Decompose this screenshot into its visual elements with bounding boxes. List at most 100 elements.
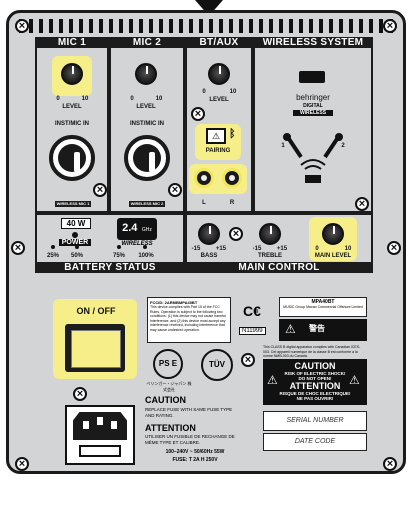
off-label: OFF (97, 306, 116, 316)
fuse-attention-title: ATTENTION (145, 423, 196, 433)
corner-screw-top-right: × (383, 19, 397, 33)
wireless-mics-icon (283, 133, 343, 183)
battery-pct-25: 25% (46, 253, 59, 259)
serial-number-label: SERIAL NUMBER (286, 417, 344, 424)
bass-knob[interactable] (198, 223, 220, 245)
fcc-title: FCCID: 2ARMBMPA40BT (150, 300, 198, 305)
main-level-min: 0 (315, 246, 319, 252)
tuv-mark: TÜV (201, 349, 233, 381)
wireless-system-header: WIRELESS SYSTEM (253, 37, 373, 48)
side-screw-right: × (387, 241, 401, 255)
rca-right-label: R (229, 200, 235, 206)
usb-port[interactable] (299, 71, 325, 83)
model-name: MPA40BT (311, 299, 335, 305)
attention-risque: RISQUE DE CHOC ELECTRIQUE! (279, 391, 351, 396)
power-rocker-switch[interactable] (65, 324, 125, 372)
fcc-notice: FCCID: 2ARMBMPA40BT This device complies… (147, 297, 231, 343)
ce-mark: C€ (243, 303, 261, 319)
corner-screw-bottom-right: × (383, 457, 397, 471)
rca-left-input[interactable] (194, 168, 214, 188)
wireless-badge: WIRELESS (293, 110, 333, 116)
ce-code: N11999 (239, 327, 266, 335)
treble-label: TREBLE (258, 253, 282, 259)
fuse-caution-title: CAUTION (145, 395, 186, 405)
ac-inlet[interactable] (65, 405, 135, 465)
rating-line-2: FUSE: T 2A H 250V (172, 457, 218, 463)
bass-min: -15 (191, 246, 201, 252)
power-label: POWER (59, 239, 91, 246)
canada-notice: This CLASS B digital apparatus complies … (263, 345, 361, 358)
pse-mark: PS E (153, 349, 183, 379)
main-level-knob[interactable] (322, 223, 344, 245)
mic1-input-label: INST/MIC IN (55, 121, 89, 127)
model-info-box: MPA40BT MUSIC Group Macao Commercial Off… (279, 297, 367, 317)
bass-label: BASS (200, 253, 218, 259)
lightning-icon-right: ⚠ (349, 373, 360, 387)
warning-triangle-icon: ⚠ (285, 322, 296, 336)
iec-pin-right (111, 421, 117, 429)
treble-max: +15 (276, 246, 288, 252)
caution-title: CAUTION (294, 361, 336, 371)
main-control-header: MAIN CONTROL (185, 262, 373, 273)
iec-socket (73, 412, 127, 440)
wireless-ch2-label: 2 (341, 143, 345, 149)
model-text: MUSIC Group Macao Commercial Offshore Li… (283, 305, 363, 309)
power-watts-label: 40 W (61, 218, 91, 229)
main-level-max: 10 (344, 246, 352, 252)
power-screw: × (73, 387, 87, 401)
mic1-level-knob[interactable] (61, 63, 83, 85)
mic1-wireless-badge: WIRELESS MIC 1 (55, 201, 91, 207)
warning-cn-box: ⚠ 警告 (279, 319, 367, 341)
mic2-jack-screw: × (168, 183, 182, 197)
btaux-level-label: LEVEL (209, 97, 229, 103)
attention-ne-pas: NE PAS OUVRIR! (296, 396, 334, 401)
fuse-attention-text: UTILISER UN FUSIBLE DE RECHANGE DE MÊME … (145, 434, 235, 445)
btaux-scale-min: 0 (202, 89, 206, 95)
mic1-jack-screw: × (93, 183, 107, 197)
btaux-header: BT/AUX (185, 37, 253, 48)
power-led (72, 232, 78, 238)
warning-cn-text: 警告 (309, 324, 325, 333)
pairing-button[interactable]: ⚠ (206, 128, 226, 144)
iec-pin-left (83, 421, 89, 429)
pse-text: PS E (158, 359, 178, 368)
mic2-input-label: INST/MIC IN (130, 121, 164, 127)
pairing-label: PAIRING (205, 148, 231, 154)
rating-line-1: 100–240V ~ 50/60Hz 55W (165, 449, 225, 455)
mic2-header: MIC 2 (109, 37, 185, 48)
on-label: ON (76, 306, 90, 316)
mic2-wireless-badge: WIRELESS MIC 2 (129, 201, 165, 207)
fcc-text: This device complies with Part 15 of the… (150, 305, 226, 332)
wireless-band-sub: WIRELESS (121, 241, 153, 247)
brand-logo: behringer (296, 93, 330, 102)
lightning-icon-left: ⚠ (267, 373, 278, 387)
rear-panel: × × × × × × MIC 1 0 10 LEVEL INST/MIC IN… (6, 10, 406, 474)
caution-risk: RISK OF ELECTRIC SHOCK! (284, 371, 346, 376)
date-code-box: DATE CODE (263, 433, 367, 451)
band-value: 2.4 (122, 222, 138, 234)
mic2-level-knob[interactable] (135, 63, 157, 85)
fuse-holder[interactable] (79, 445, 121, 457)
rocker-face (71, 330, 121, 368)
mic1-combo-jack[interactable] (49, 135, 95, 181)
battery-led-3 (117, 245, 121, 249)
treble-knob[interactable] (259, 223, 281, 245)
battery-pct-75: 75% (112, 253, 125, 259)
wireless-screw: × (355, 197, 369, 211)
wireless-band-label: 2.4 GHz (117, 218, 157, 240)
rca-right-input[interactable] (222, 168, 242, 188)
battery-pct-50: 50% (70, 253, 83, 259)
iec-pin-center (97, 417, 103, 425)
mic2-level-label: LEVEL (136, 104, 156, 110)
caution-do-not-open: DO NOT OPEN! (298, 376, 332, 381)
band-unit: GHz (141, 227, 152, 233)
side-screw-left: × (11, 241, 25, 255)
btaux-level-knob[interactable] (208, 63, 230, 85)
power-switch-labels: ON / OFF (76, 306, 116, 316)
mic1-level-label: LEVEL (62, 104, 82, 110)
serial-number-box: SERIAL NUMBER (263, 411, 367, 431)
mic1-scale-max: 10 (81, 96, 89, 102)
mic2-combo-jack[interactable] (124, 135, 170, 181)
battery-led-2 (75, 245, 79, 249)
digital-label: DIGITAL (303, 103, 323, 109)
